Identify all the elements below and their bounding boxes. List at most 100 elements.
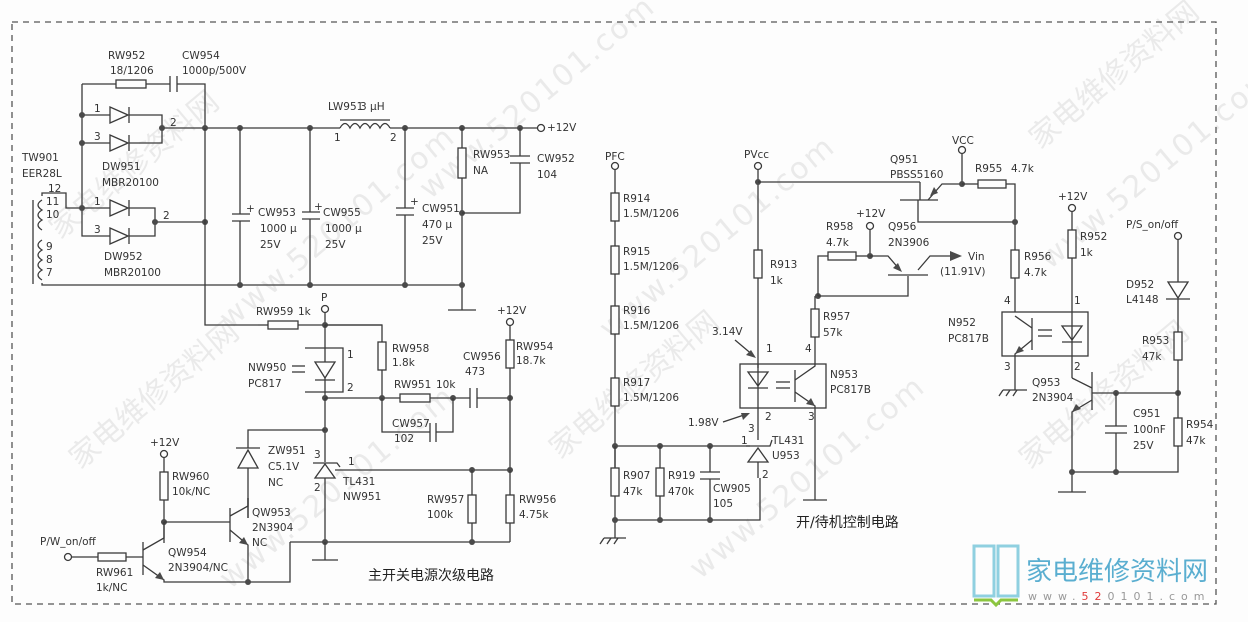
cw954-ref: CW954 [182, 50, 220, 62]
r955-value: 4.7k [1011, 163, 1035, 175]
r917-value: 1.5M/1206 [623, 392, 679, 404]
n953-value: PC817B [830, 384, 871, 396]
pin-label: 2 [163, 210, 170, 222]
voltage-1-98v: 1.98V [688, 417, 719, 429]
rw961-value: 1k/NC [96, 582, 128, 594]
zw951-note: NC [268, 477, 283, 489]
resistor-r953 [1173, 331, 1183, 361]
site-logo: 家电维修资料网 www.520101.com [972, 544, 1210, 608]
pin-label: 2 [762, 469, 769, 481]
resistor-r919 [655, 467, 665, 497]
rw952-ref: RW952 [108, 50, 145, 62]
c951-ref: C951 [1133, 408, 1160, 420]
resistor-r917 [610, 377, 620, 407]
tw901-ref: TW901 [21, 152, 59, 164]
c951-value: 100nF [1133, 424, 1166, 436]
cw905-value: 105 [713, 498, 733, 510]
resistor-rw951 [399, 393, 431, 403]
cw952-ref: CW952 [537, 153, 575, 165]
net-p: P [321, 292, 327, 304]
d952-ref: D952 [1126, 279, 1154, 291]
r958-value: 4.7k [826, 237, 850, 249]
dw952-ref: DW952 [104, 251, 143, 263]
rw953-ref: RW953 [473, 149, 510, 161]
optocoupler-n952: 4 1 3 2 N952 PC817B [948, 295, 1089, 390]
net-pvcc: PVcc [744, 149, 769, 161]
r953-value: 47k [1142, 351, 1162, 363]
title-main-secondary: 主开关电源次级电路 [368, 568, 494, 584]
cw951-value: 470 μ [422, 219, 452, 231]
net-pw-onoff[interactable]: P/W_on/off [40, 536, 97, 548]
resistor-rw953 [457, 147, 467, 179]
pin-label: 1 [94, 103, 101, 115]
pin-label: 12 [48, 183, 61, 195]
pin-label: 3 [94, 224, 101, 236]
resistor-r954 [1173, 417, 1183, 447]
pin-label: 4 [1004, 295, 1011, 307]
r957-ref: R957 [823, 311, 850, 323]
pin-label: 1 [94, 196, 101, 208]
pin-label: 2 [765, 411, 772, 423]
resistor-r958 [827, 251, 857, 261]
rw958-value: 1.8k [392, 357, 416, 369]
pin-label: 10 [46, 209, 59, 221]
r958-ref: R958 [826, 221, 853, 233]
rw959-ref: RW959 [256, 306, 293, 318]
resistor-r955 [977, 179, 1007, 189]
resistor-r956 [1010, 249, 1020, 279]
r907-value: 47k [623, 486, 643, 498]
rw960-ref: RW960 [172, 471, 209, 483]
watermark-layer: 家电维修资料网 www.520101.com 家电维修资料网 www.52010… [43, 0, 1248, 596]
pin-label: 8 [46, 254, 53, 266]
rw952-value: 18/1206 [110, 65, 154, 77]
standby-control-circuit: PFC R914 1.5M/1206 R915 1.5M/1206 R916 1… [599, 135, 1214, 545]
rw957-ref: RW957 [427, 494, 464, 506]
cw953-value: 1000 μ [260, 223, 297, 235]
lw951-ref: LW951 [328, 101, 363, 113]
q951-value: PBSS5160 [890, 169, 943, 181]
r913-value: 1k [770, 275, 784, 287]
rw954-value: 18.7k [516, 355, 546, 367]
u953-value: TL431 [771, 435, 804, 447]
pin-label: 2 [170, 117, 177, 129]
pin-label: 1 [766, 343, 773, 355]
logo-url: www.520101.com [1028, 590, 1210, 603]
net-plus12v: +12V [1058, 191, 1088, 203]
resistor-r914 [610, 192, 620, 222]
nw951-value: TL431 [342, 476, 375, 488]
pin-label: 1 [348, 456, 355, 468]
u953-ref: U953 [772, 450, 800, 462]
q953-value: 2N3904 [1032, 392, 1074, 404]
resistor-r957 [810, 308, 820, 338]
rw959-value: 1k [298, 306, 312, 318]
resistor-r913 [753, 249, 763, 279]
watermark-text: 家电维修资料网 [63, 314, 246, 476]
r914-ref: R914 [623, 193, 651, 205]
diode-dw952: 1 3 2 DW952 MBR20100 [79, 196, 208, 279]
r957-value: 57k [823, 327, 843, 339]
pin-label: 2 [1074, 361, 1081, 373]
net-plus12v-output: +12V [547, 122, 577, 134]
resistor-rw961 [97, 552, 127, 562]
dw951-ref: DW951 [102, 161, 141, 173]
pin-label: 3 [314, 449, 321, 461]
resistor-rw956 [505, 494, 515, 524]
resistor-r915 [610, 245, 620, 275]
pin-label: 2 [390, 132, 397, 144]
tw901-value: EER28L [22, 168, 62, 180]
cw955-voltage: 25V [325, 239, 346, 251]
logo-text: 家电维修资料网 [1026, 557, 1208, 587]
r954-value: 47k [1186, 435, 1206, 447]
net-plus12v: +12V [497, 305, 527, 317]
pin-label: 2 [314, 482, 321, 494]
net-ps-onoff[interactable]: P/S_on/off [1126, 219, 1179, 231]
main-secondary-circuit: TW901 EER28L 12 11 10 9 8 7 RW952 18/120… [21, 50, 577, 594]
vin-voltage: (11.91V) [940, 266, 985, 278]
qw954-value: 2N3904/NC [168, 562, 228, 574]
net-pfc: PFC [605, 151, 625, 163]
qw954-ref: QW954 [168, 547, 207, 559]
net-vin: Vin [968, 251, 985, 263]
r952-value: 1k [1080, 247, 1094, 259]
r956-value: 4.7k [1024, 267, 1048, 279]
rw961-ref: RW961 [96, 567, 133, 579]
